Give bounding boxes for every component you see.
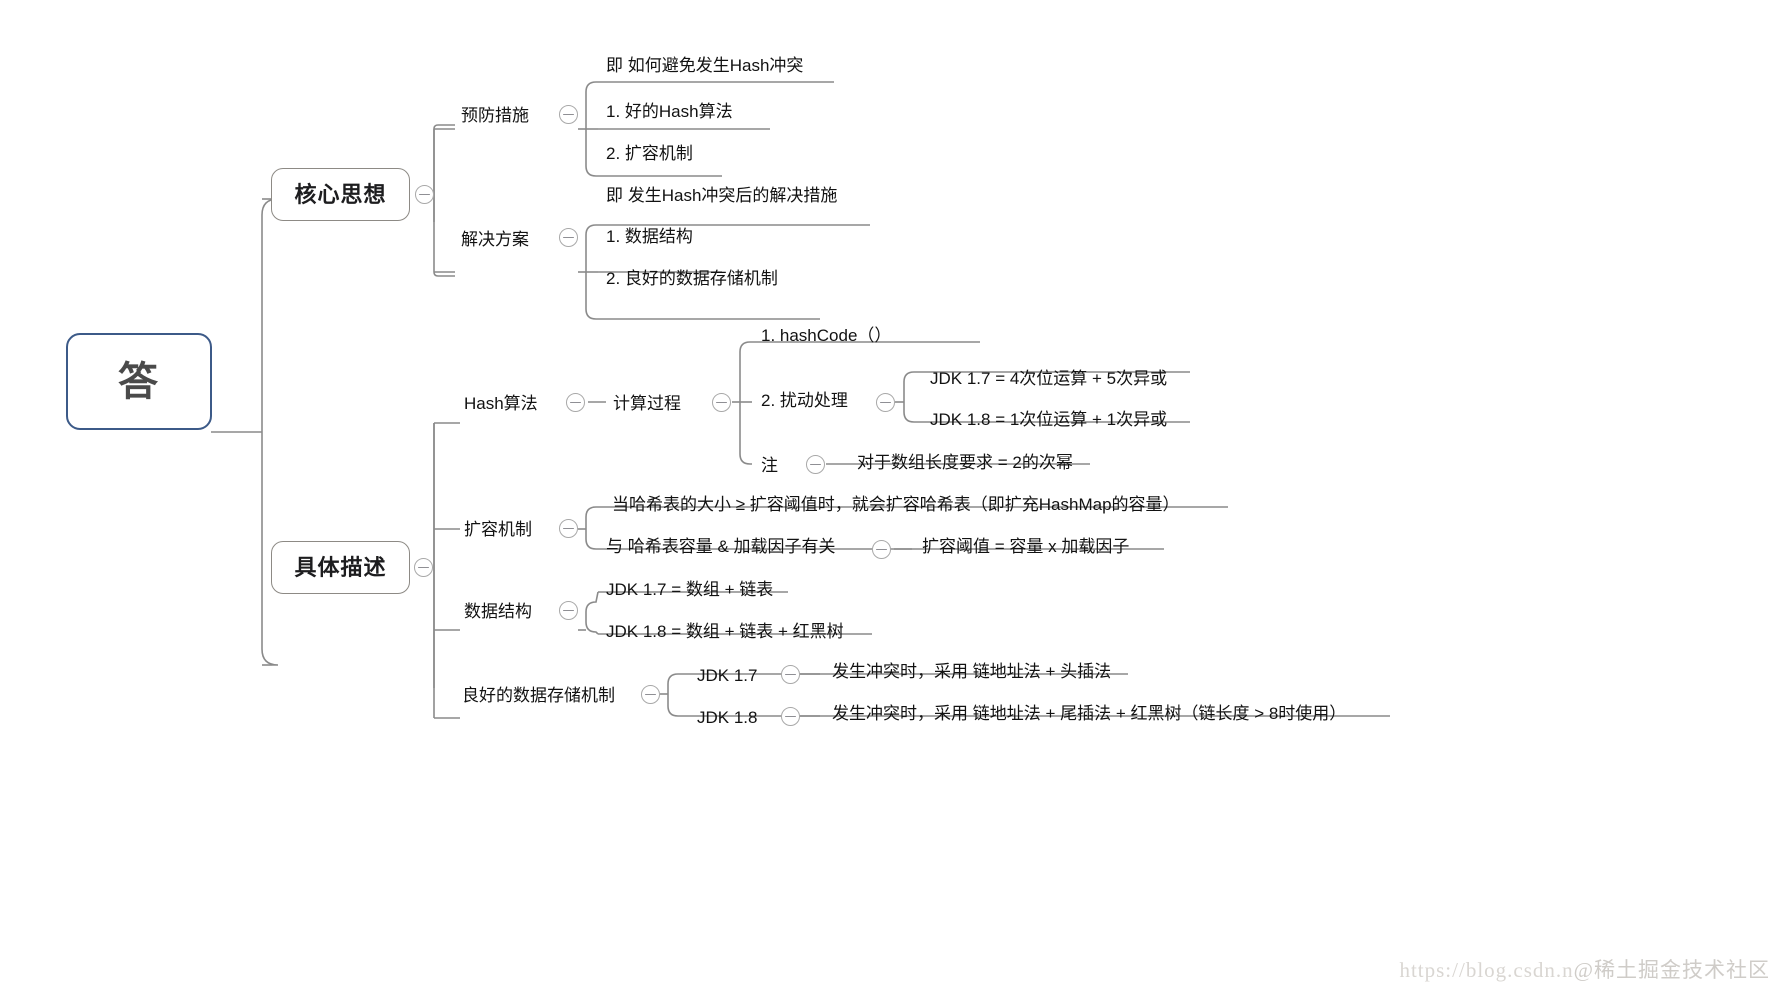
node-capacity-and-load-factor[interactable]: 与 哈希表容量 & 加载因子有关 — [606, 537, 836, 556]
node-hash-algorithm[interactable]: Hash算法 — [464, 393, 538, 413]
leaf-hashcode[interactable]: 1. hashCode（） — [761, 326, 892, 345]
toggle-solution[interactable] — [559, 228, 578, 247]
toggle-prevention-measures[interactable] — [559, 105, 578, 124]
leaf-array-length-power-of-two[interactable]: 对于数组长度要求 = 2的次幂 — [857, 453, 1073, 472]
branch-node-core-idea[interactable]: 核心思想 — [271, 168, 410, 221]
node-calculation-process[interactable]: 计算过程 — [613, 393, 681, 413]
toggle-detailed-description[interactable] — [414, 558, 433, 577]
toggle-core-idea[interactable] — [415, 185, 434, 204]
node-prevention-measures[interactable]: 预防措施 — [461, 105, 529, 125]
leaf-after-collision-measures[interactable]: 即 发生Hash冲突后的解决措施 — [606, 186, 838, 205]
branch-node-detailed-description[interactable]: 具体描述 — [271, 541, 410, 594]
toggle-capacity-and-load-factor[interactable] — [872, 540, 891, 559]
watermark-url: https://blog.csdn.n — [1399, 958, 1574, 982]
toggle-jdk17-storage[interactable] — [781, 665, 800, 684]
node-resize-mechanism[interactable]: 扩容机制 — [464, 519, 532, 539]
leaf-threshold-formula[interactable]: 扩容阈值 = 容量 x 加载因子 — [922, 537, 1130, 556]
leaf-jdk18-storage-detail[interactable]: 发生冲突时，采用 链地址法 + 尾插法 + 红黑树（链长度 > 8时使用） — [832, 704, 1347, 723]
leaf-jdk18-perturbation[interactable]: JDK 1.8 = 1次位运算 + 1次异或 — [930, 410, 1168, 429]
leaf-jdk17-perturbation[interactable]: JDK 1.7 = 4次位运算 + 5次异或 — [930, 369, 1168, 388]
root-node[interactable]: 答 — [66, 333, 212, 430]
leaf-jdk18-structure[interactable]: JDK 1.8 = 数组 + 链表 + 红黑树 — [606, 622, 844, 641]
leaf-avoid-hash-collision[interactable]: 即 如何避免发生Hash冲突 — [606, 56, 804, 75]
node-jdk18-storage[interactable]: JDK 1.8 — [697, 707, 758, 727]
node-note[interactable]: 注 — [761, 455, 778, 475]
toggle-note[interactable] — [806, 455, 825, 474]
watermark: https://blog.csdn.n@稀土掘金技术社区 — [1399, 954, 1770, 984]
leaf-good-storage-mechanism[interactable]: 2. 良好的数据存储机制 — [606, 269, 778, 288]
leaf-good-hash-algorithm[interactable]: 1. 好的Hash算法 — [606, 102, 733, 121]
leaf-data-structure[interactable]: 1. 数据结构 — [606, 227, 693, 246]
toggle-resize-mechanism[interactable] — [559, 519, 578, 538]
node-data-structure[interactable]: 数据结构 — [464, 601, 532, 621]
node-solution[interactable]: 解决方案 — [461, 229, 529, 249]
watermark-brand: @稀土掘金技术社区 — [1573, 958, 1770, 982]
toggle-jdk18-storage[interactable] — [781, 707, 800, 726]
toggle-calculation-process[interactable] — [712, 393, 731, 412]
node-perturbation[interactable]: 2. 扰动处理 — [761, 391, 848, 410]
toggle-perturbation[interactable] — [876, 393, 895, 412]
toggle-data-structure[interactable] — [559, 601, 578, 620]
leaf-resize-mechanism[interactable]: 2. 扩容机制 — [606, 144, 693, 163]
node-storage-mechanism[interactable]: 良好的数据存储机制 — [462, 685, 615, 705]
toggle-storage-mechanism[interactable] — [641, 685, 660, 704]
leaf-jdk17-structure[interactable]: JDK 1.7 = 数组 + 链表 — [606, 580, 774, 599]
leaf-resize-threshold-rule[interactable]: 当哈希表的大小 ≥ 扩容阈值时，就会扩容哈希表（即扩充HashMap的容量） — [612, 495, 1180, 514]
node-jdk17-storage[interactable]: JDK 1.7 — [697, 665, 758, 685]
toggle-hash-algorithm[interactable] — [566, 393, 585, 412]
leaf-jdk17-storage-detail[interactable]: 发生冲突时，采用 链地址法 + 头插法 — [832, 662, 1112, 681]
